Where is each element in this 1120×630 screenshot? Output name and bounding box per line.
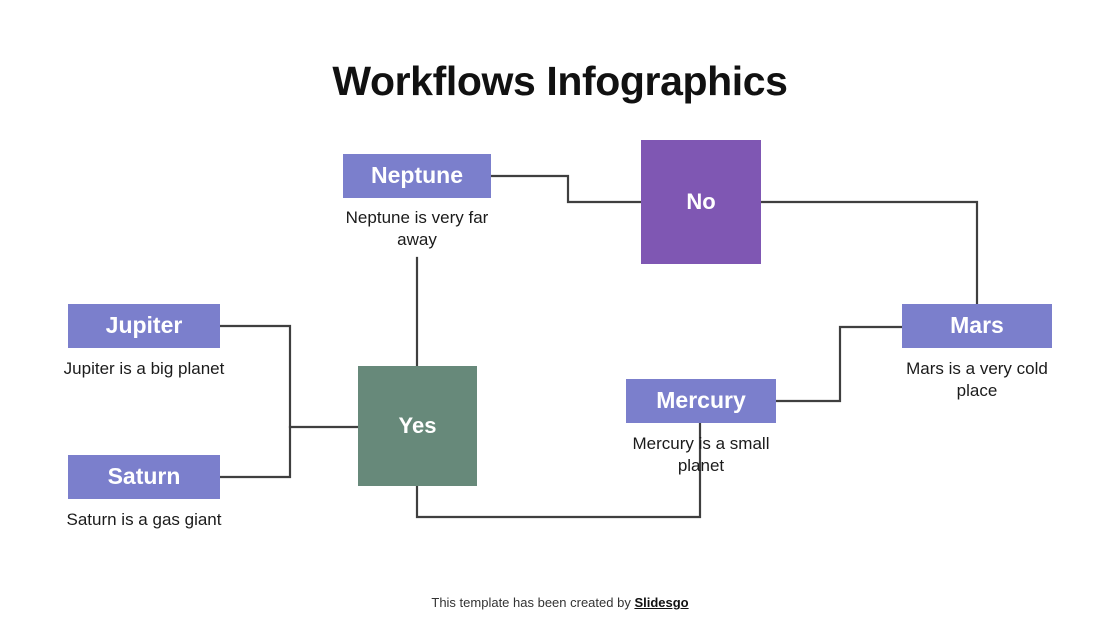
caption-mars: Mars is a very cold place: [906, 359, 1048, 401]
page-title: Workflows Infographics: [332, 58, 788, 104]
slidesgo-link[interactable]: Slidesgo: [634, 595, 689, 610]
node-neptune-label: Neptune: [371, 162, 463, 189]
node-decision-yes[interactable]: Yes: [358, 366, 477, 486]
edge-saturn-to-yes: [218, 425, 292, 479]
edge-neptune-to-no: [489, 174, 643, 204]
node-yes-label: Yes: [398, 412, 437, 438]
footer-credit-text: This template has been created by: [431, 595, 635, 610]
caption-jupiter: Jupiter is a big planet: [63, 359, 225, 378]
footer-credit: This template has been created by Slides…: [0, 595, 1120, 610]
node-saturn[interactable]: Saturn: [68, 455, 220, 499]
node-mercury-label: Mercury: [656, 387, 746, 414]
node-mercury[interactable]: Mercury: [626, 379, 776, 423]
node-saturn-label: Saturn: [107, 463, 181, 490]
node-mars-label: Mars: [950, 312, 1004, 339]
node-no-label: No: [686, 188, 716, 214]
node-neptune[interactable]: Neptune: [343, 154, 491, 198]
edge-no-to-mars: [759, 200, 979, 306]
node-jupiter-label: Jupiter: [105, 312, 183, 339]
edge-jupiter-to-yes: [218, 324, 360, 429]
node-mars[interactable]: Mars: [902, 304, 1052, 348]
caption-saturn: Saturn is a gas giant: [66, 510, 222, 529]
node-decision-no[interactable]: No: [641, 140, 761, 264]
node-jupiter[interactable]: Jupiter: [68, 304, 220, 348]
caption-neptune: Neptune is very far away: [345, 208, 489, 250]
caption-mercury: Mercury is a small planet: [632, 434, 770, 476]
